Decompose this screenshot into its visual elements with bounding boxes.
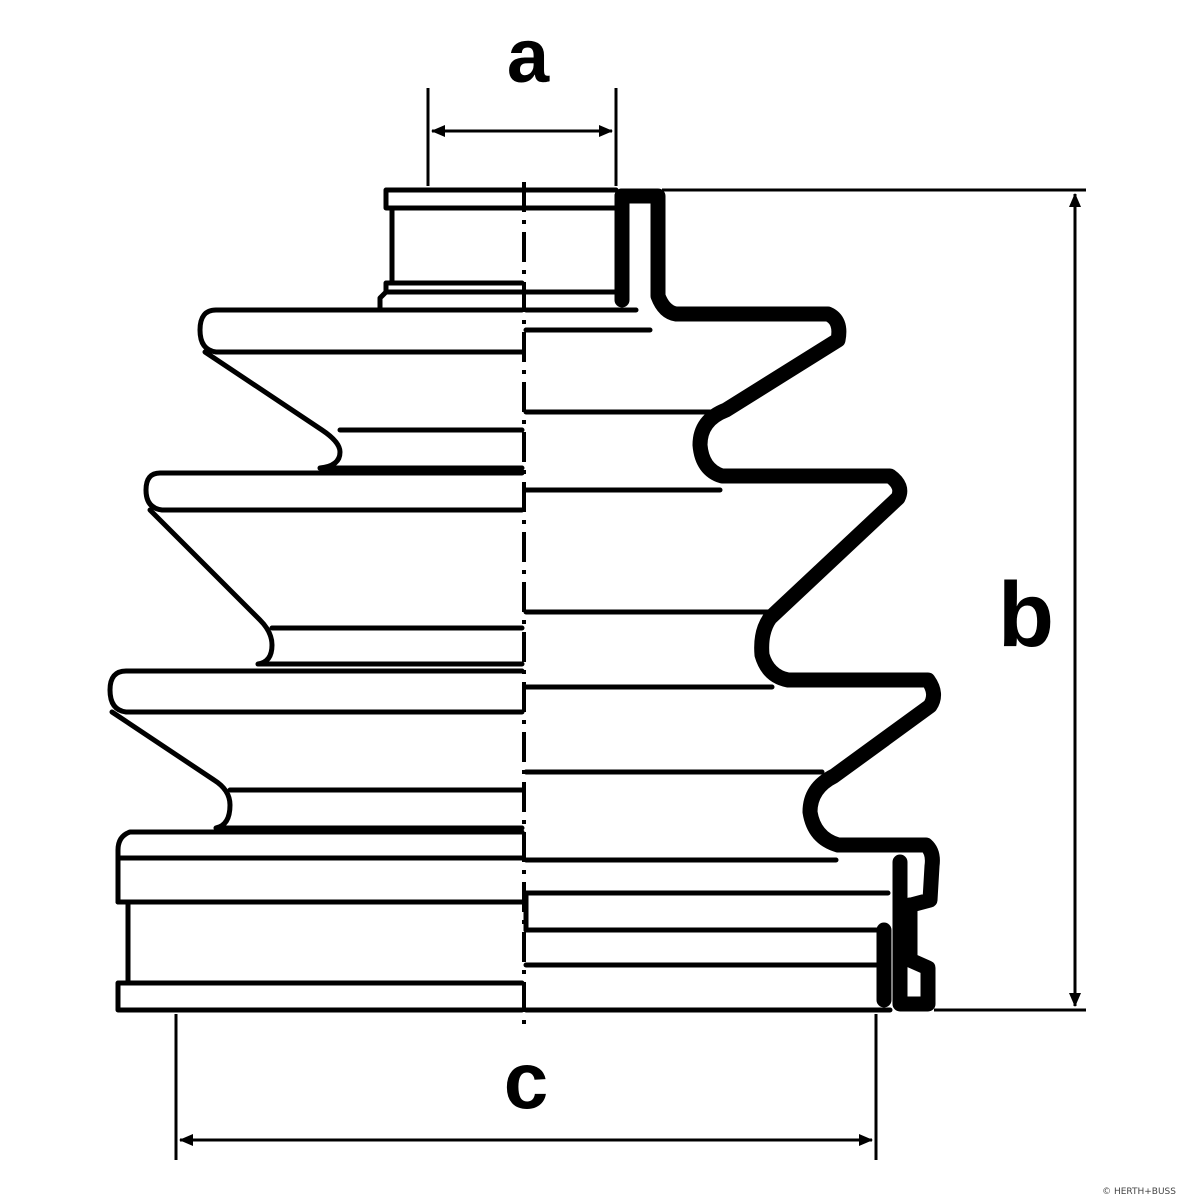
dimension-c-label: c (504, 1036, 549, 1125)
boot-outer-silhouette (107, 187, 525, 1013)
dimension-a: a (426, 14, 618, 186)
dimension-b: b (662, 188, 1086, 1012)
brand-watermark: © HERTH+BUSS (1102, 1187, 1176, 1197)
dimension-a-label: a (507, 14, 550, 99)
dimension-b-label: b (998, 564, 1054, 666)
dimension-c: c (174, 1014, 878, 1160)
boot-section-half (523, 187, 941, 1013)
